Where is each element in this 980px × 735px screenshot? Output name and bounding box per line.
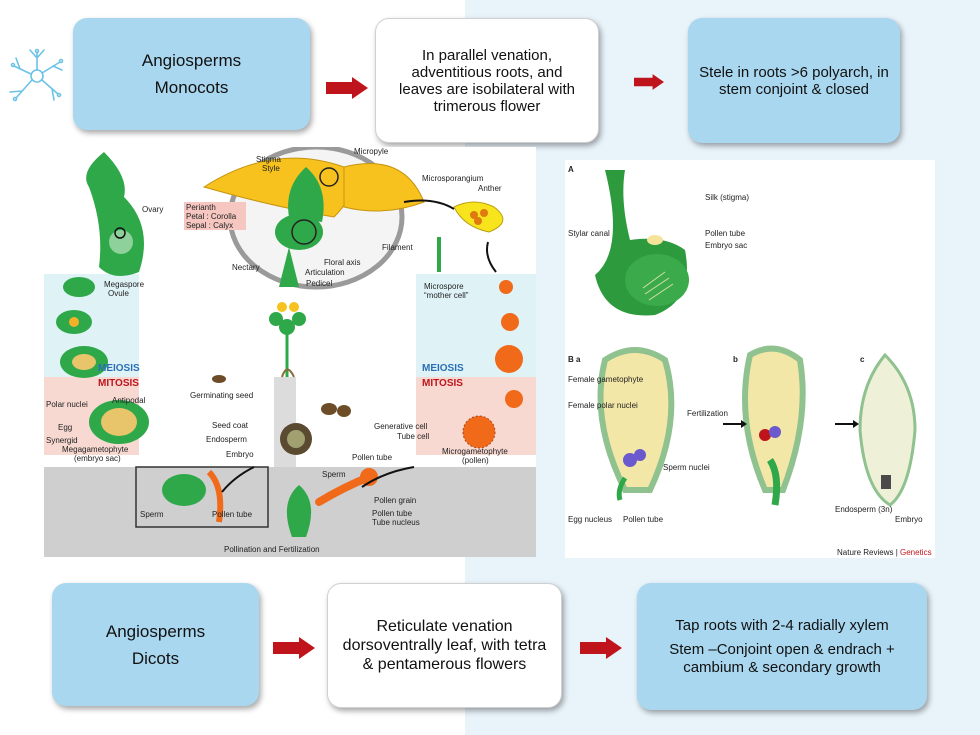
label-egg-nucleus: Egg nucleus <box>568 515 612 524</box>
label-pollen-tube-top: Pollen tube <box>352 453 393 462</box>
label-embryo-c: Embryo <box>895 515 923 524</box>
label-synergid: Synergid <box>46 436 78 445</box>
dicot-features-box: Reticulate venation dorsoventrally leaf,… <box>327 583 562 708</box>
monocot-features-box: In parallel venation, adventitious roots… <box>375 18 599 143</box>
label-sperm-top: Sperm <box>322 470 346 479</box>
neuron-icon <box>9 48 64 102</box>
maize-fertilization-diagram: A Silk (stigma) Pollen tube Embryo sac S… <box>565 160 935 558</box>
label-ovary: Ovary <box>142 205 163 214</box>
dicot-stem-text: Stem –Conjoint open & endrach + cambium … <box>669 640 895 676</box>
right-arrow-icon <box>326 77 368 99</box>
label-embryo: Embryo <box>226 450 254 459</box>
label-pollen: (pollen) <box>462 456 489 465</box>
label-mother-cell: “mother cell” <box>424 291 469 300</box>
dicots-box: Angiosperms Dicots <box>52 583 259 706</box>
label-sperm-nuclei: Sperm nuclei <box>663 463 710 472</box>
label-tube-cell: Tube cell <box>397 432 429 441</box>
svg-text:Nature Reviews | Genetics: Nature Reviews | Genetics <box>837 548 932 557</box>
label-style: Style <box>262 164 280 173</box>
label-anther: Anther <box>478 184 502 193</box>
label-nectary: Nectary <box>232 263 260 272</box>
label-meiosis-right: MEIOSIS <box>422 363 464 374</box>
label-silk: Silk (stigma) <box>705 193 749 202</box>
right-arrow-icon <box>273 637 315 659</box>
label-pollen-tube-a: Pollen tube <box>705 229 746 238</box>
label-panel-ba: B a <box>568 355 581 364</box>
label-pollen-grain: Pollen grain <box>374 496 416 505</box>
label-microspore: Microspore <box>424 282 464 291</box>
label-ovule: Ovule <box>108 289 129 298</box>
label-pollen-tube-b: Pollen tube <box>623 515 664 524</box>
label-meiosis-left: MEIOSIS <box>98 363 140 374</box>
label-stylar-canal: Stylar canal <box>568 229 610 238</box>
label-pollen-tube: Pollen tube <box>372 509 413 518</box>
label-perianth: Perianth <box>186 203 216 212</box>
label-microgametophyte: Microgametophyte <box>442 447 508 456</box>
dicot-roots-stem-box: Tap roots with 2-4 radially xylem Stem –… <box>637 583 927 710</box>
label-tube-nucleus: Tube nucleus <box>372 518 420 527</box>
label-endosperm-3n: Endosperm (3n) <box>835 505 893 514</box>
label-seed-coat: Seed coat <box>212 421 249 430</box>
monocots-box: Angiosperms Monocots <box>73 18 310 130</box>
label-endosperm: Endosperm <box>206 435 247 444</box>
label-footer: Pollination and Fertilization <box>224 545 320 554</box>
label-embryo-sac-a: Embryo sac <box>705 241 747 250</box>
label-germinating-seed: Germinating seed <box>190 391 253 400</box>
label-embryo-sac: (embryo sac) <box>74 454 121 463</box>
label-filament: Filament <box>382 243 413 252</box>
label-panel-c: c <box>860 355 865 364</box>
monocot-stele-text: Stele in roots >6 polyarch, in stem conj… <box>699 63 889 98</box>
label-megagametophyte: Megagametophyte <box>62 445 129 454</box>
label-panel-a: A <box>568 165 574 174</box>
label-female-polar-nuclei: Female polar nuclei <box>568 401 638 410</box>
right-arrow-icon <box>580 637 622 659</box>
dicot-roots-text: Tap roots with 2-4 radially xylem <box>675 616 889 634</box>
monocots-line1: Angiosperms <box>141 51 242 70</box>
label-articulation: Articulation <box>305 268 345 277</box>
label-sepal: Sepal : Calyx <box>186 221 233 230</box>
monocot-features-text: In parallel venation, adventitious roots… <box>399 46 575 115</box>
label-microsporangium: Microsporangium <box>422 174 484 183</box>
label-pedicel: Pedicel <box>306 279 332 288</box>
label-female-gametophyte: Female gametophyte <box>568 375 644 384</box>
label-micropyle: Micropyle <box>354 147 389 156</box>
label-floral-axis: Floral axis <box>324 258 360 267</box>
label-stigma: Stigma <box>256 155 281 164</box>
dicots-line2: Dicots <box>131 648 180 668</box>
monocot-stele-box: Stele in roots >6 polyarch, in stem conj… <box>688 18 900 143</box>
monocots-line2: Monocots <box>154 78 229 97</box>
label-polar-nuclei: Polar nuclei <box>46 400 88 409</box>
label-mitosis-left: MITOSIS <box>98 378 139 389</box>
label-fertilization: Fertilization <box>687 409 728 418</box>
label-megaspore: Megaspore <box>104 280 145 289</box>
credit-main: Nature Reviews | <box>837 548 900 557</box>
dicots-line1: Angiosperms <box>105 621 206 641</box>
label-generative-cell: Generative cell <box>374 422 428 431</box>
label-egg: Egg <box>58 423 72 432</box>
label-antipodal: Antipodal <box>112 396 146 405</box>
dicot-features-text: Reticulate venation dorsoventrally leaf,… <box>342 618 547 673</box>
label-pollen-tube-inset: Pollen tube <box>212 510 253 519</box>
angiosperm-lifecycle-diagram: Stigma Style Micropyle Ovary Perianth Pe… <box>44 147 536 557</box>
label-panel-b: b <box>733 355 738 364</box>
label-sperm-inset: Sperm <box>140 510 164 519</box>
label-petal: Petal : Corolla <box>186 212 237 221</box>
label-mitosis-right: MITOSIS <box>422 378 463 389</box>
credit-accent: Genetics <box>900 548 932 557</box>
right-arrow-icon <box>634 74 664 90</box>
